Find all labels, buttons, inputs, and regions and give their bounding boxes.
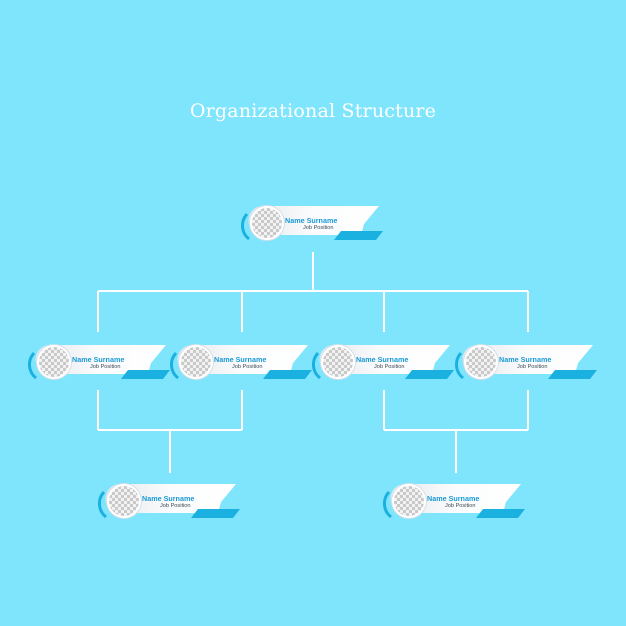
avatar-placeholder-icon — [250, 206, 284, 240]
avatar-placeholder-icon — [37, 345, 71, 379]
org-card-bottom-1: Name Surname Job Position — [97, 482, 240, 522]
job-position: Job Position — [160, 503, 191, 509]
page-title: Organizational Structure — [189, 100, 437, 122]
avatar-placeholder-icon — [392, 484, 426, 518]
org-card-mid-1: Name Surname Job Position — [27, 343, 170, 383]
avatar-placeholder-icon — [179, 345, 213, 379]
person-name: Name Surname — [499, 355, 552, 364]
org-card-mid-4: Name Surname Job Position — [454, 343, 597, 383]
job-position: Job Position — [445, 503, 476, 509]
person-name: Name Surname — [356, 355, 409, 364]
person-name: Name Surname — [142, 494, 195, 503]
job-position: Job Position — [303, 225, 334, 231]
person-name: Name Surname — [285, 216, 338, 225]
org-card-bottom-2: Name Surname Job Position — [382, 482, 525, 522]
person-name: Name Surname — [427, 494, 480, 503]
job-position: Job Position — [374, 364, 405, 370]
person-name: Name Surname — [72, 355, 125, 364]
job-position: Job Position — [232, 364, 263, 370]
avatar-placeholder-icon — [107, 484, 141, 518]
org-card-mid-3: Name Surname Job Position — [311, 343, 454, 383]
job-position: Job Position — [517, 364, 548, 370]
avatar-placeholder-icon — [464, 345, 498, 379]
avatar-placeholder-icon — [321, 345, 355, 379]
org-card-mid-2: Name Surname Job Position — [169, 343, 312, 383]
person-name: Name Surname — [214, 355, 267, 364]
job-position: Job Position — [90, 364, 121, 370]
org-card-top: Name Surname Job Position — [240, 204, 383, 244]
